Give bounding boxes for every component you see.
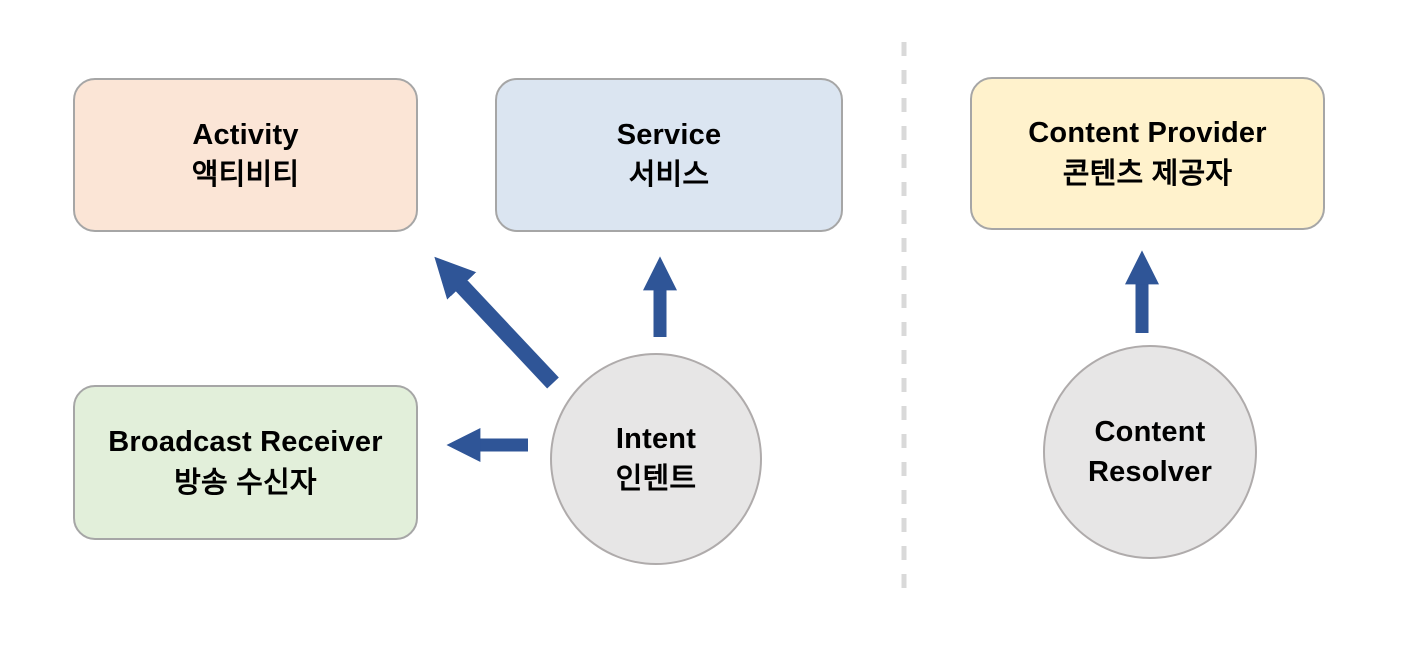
broadcast-receiver-label-ko: 방송 수신자 bbox=[174, 466, 317, 499]
service-label-en: Service bbox=[616, 118, 722, 151]
content-resolver-label-line1: Content bbox=[1094, 415, 1206, 448]
intent-circle: Intent 인텐트 bbox=[550, 353, 762, 565]
activity-label-en: Activity bbox=[192, 118, 299, 151]
intent-label-en: Intent bbox=[615, 422, 697, 455]
activity-box: Activity 액티비티 bbox=[73, 78, 418, 232]
service-box: Service 서비스 bbox=[495, 78, 843, 232]
content-resolver-circle: Content Resolver bbox=[1043, 345, 1257, 559]
arrow-intent-to-activity bbox=[434, 256, 559, 389]
broadcast-receiver-label-en: Broadcast Receiver bbox=[108, 426, 383, 459]
service-label-ko: 서비스 bbox=[628, 159, 710, 191]
activity-label-ko: 액티비티 bbox=[191, 159, 300, 191]
content-resolver-label-line2: Resolver bbox=[1087, 456, 1213, 488]
broadcast-receiver-box: Broadcast Receiver 방송 수신자 bbox=[73, 385, 418, 540]
content-provider-label-ko: 콘텐츠 제공자 bbox=[1062, 157, 1233, 190]
intent-label-ko: 인텐트 bbox=[615, 463, 697, 495]
content-provider-label-en: Content Provider bbox=[1028, 117, 1267, 150]
content-provider-box: Content Provider 콘텐츠 제공자 bbox=[970, 77, 1325, 230]
